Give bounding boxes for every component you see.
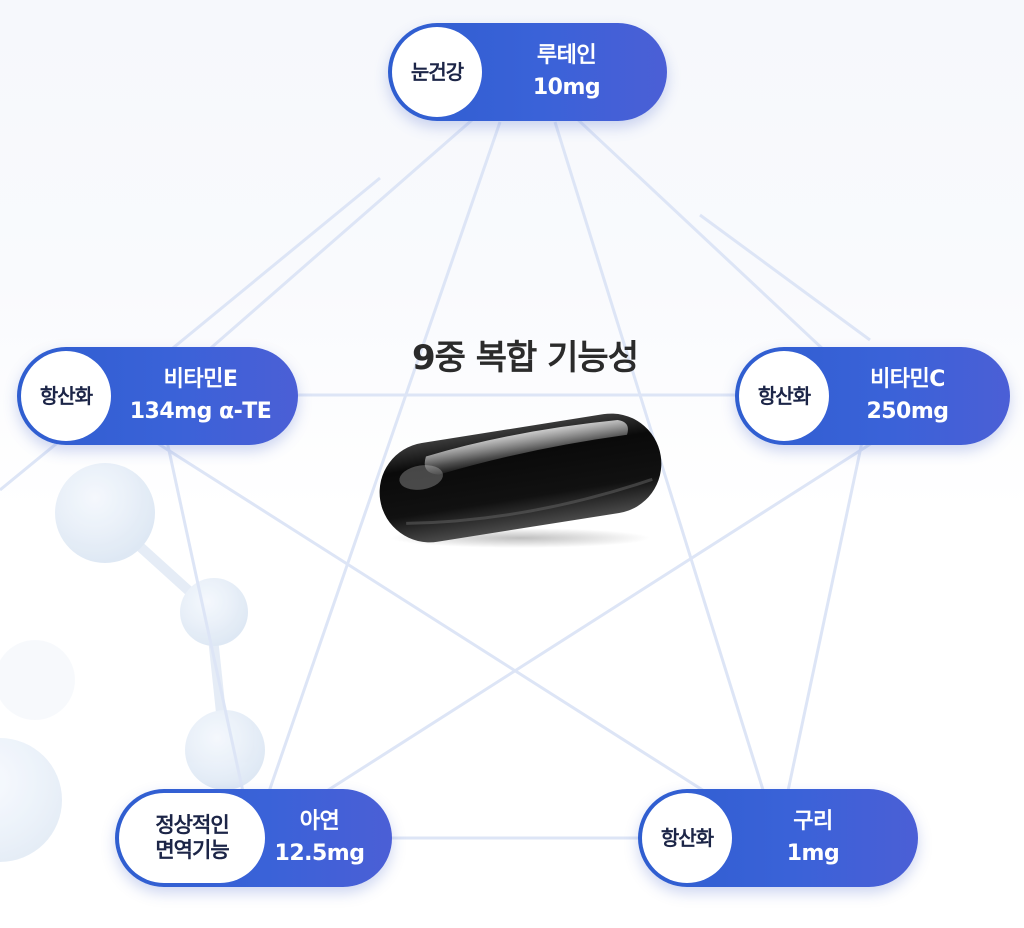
function-circle: 눈건강 (392, 27, 482, 117)
ingredient-amount: 12.5mg (274, 841, 365, 866)
ingredient-name: 루테인 (536, 43, 597, 69)
function-circle: 항산화 (21, 351, 111, 441)
ingredient-amount: 250mg (866, 399, 949, 424)
molecule-decoration (0, 463, 265, 862)
ingredient-amount: 134mg α-TE (129, 399, 272, 424)
function-circle: 항산화 (642, 793, 732, 883)
badge-vitamin-e: 항산화 비타민E 134mg α-TE (17, 347, 298, 445)
badge-zinc: 정상적인 면역기능 아연 12.5mg (115, 789, 392, 887)
function-pill: 정상적인 면역기능 (119, 793, 265, 883)
function-label: 항산화 (660, 826, 714, 850)
badge-lutein: 눈건강 루테인 10mg (388, 23, 667, 121)
badge-vitamin-c: 항산화 비타민C 250mg (735, 347, 1010, 445)
function-circle: 항산화 (739, 351, 829, 441)
function-label: 항산화 (757, 384, 811, 408)
ingredient-info: 비타민C 250mg (835, 347, 980, 445)
badge-copper: 항산화 구리 1mg (638, 789, 918, 887)
ingredient-info: 구리 1mg (748, 789, 878, 887)
ingredient-amount: 10mg (532, 75, 601, 100)
function-label: 눈건강 (410, 60, 464, 84)
ingredient-name: 비타민C (870, 367, 945, 393)
ingredient-info: 아연 12.5mg (265, 789, 374, 887)
ingredient-name: 아연 (299, 809, 340, 835)
function-label-line2: 면역기능 (155, 838, 229, 862)
ingredient-info: 루테인 10mg (488, 23, 645, 121)
ingredient-info: 비타민E 134mg α-TE (113, 347, 288, 445)
center-title: 9중 복합 기능성 (411, 338, 639, 378)
function-label-line1: 정상적인 (155, 812, 229, 837)
ingredient-name: 비타민E (163, 367, 238, 393)
capsule-image (379, 413, 662, 548)
ingredient-amount: 1mg (786, 841, 840, 866)
function-label: 항산화 (39, 384, 93, 408)
ingredient-name: 구리 (793, 809, 833, 835)
